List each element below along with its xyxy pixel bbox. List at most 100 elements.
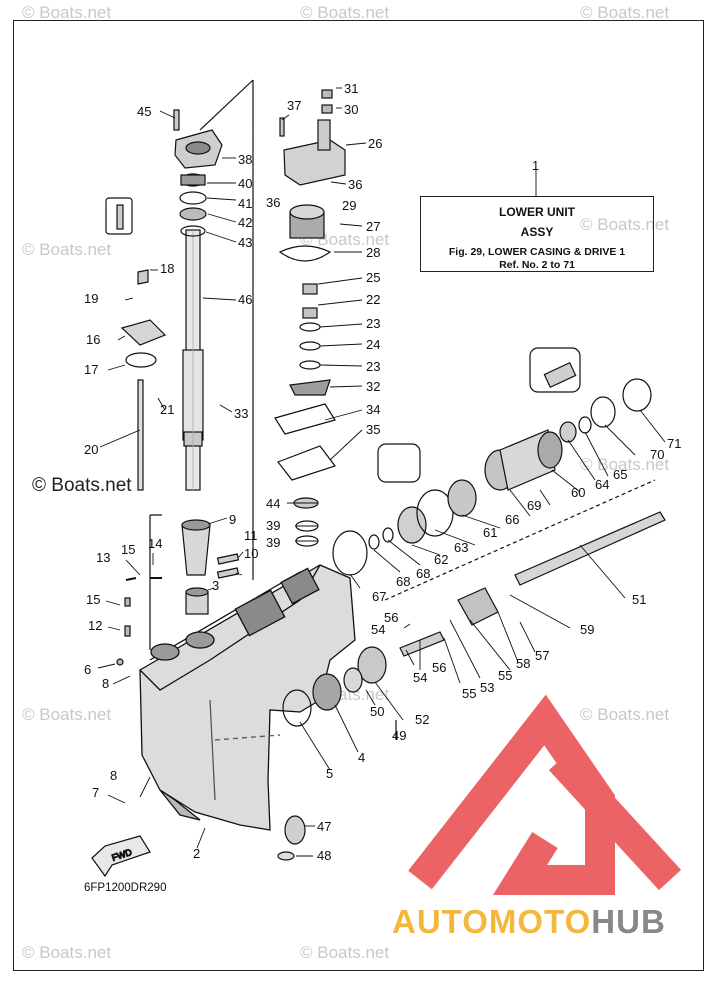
callout-68: 68 — [416, 566, 430, 581]
info-ref-range: Ref. No. 2 to 71 — [499, 259, 575, 271]
callout-8: 8 — [102, 676, 109, 691]
watermark-text: © Boats.net — [300, 3, 389, 22]
upper-shaft-parts — [173, 109, 223, 237]
diagram-code: 6FP1200DR290 — [84, 882, 167, 894]
callout-57: 57 — [535, 648, 549, 663]
callout-28: 28 — [366, 245, 380, 260]
callout-14: 14 — [148, 536, 162, 551]
callout-36: 36 — [348, 177, 362, 192]
lower-casing — [139, 564, 356, 831]
logo-text-1: AUTOMOTO — [392, 903, 592, 940]
callout-26: 26 — [368, 136, 382, 151]
callout-13: 13 — [96, 550, 110, 565]
callout-10: 10 — [244, 546, 258, 561]
callout-55: 55 — [498, 668, 512, 683]
callout-70: 70 — [650, 447, 664, 462]
callout-25: 25 — [366, 270, 380, 285]
lower-unit-info-box: LOWER UNIT ASSY Fig. 29, LOWER CASING & … — [420, 196, 654, 272]
callout-20: 20 — [84, 442, 98, 457]
diagram-frame — [13, 20, 704, 971]
callout-63: 63 — [454, 540, 468, 555]
callout-55: 55 — [462, 686, 476, 701]
callout-67: 67 — [372, 589, 386, 604]
callout-61: 61 — [483, 525, 497, 540]
automotohub-logo — [408, 694, 682, 895]
callout-8: 8 — [110, 768, 117, 783]
callout-16: 16 — [86, 332, 100, 347]
callout-64: 64 — [595, 477, 609, 492]
info-title: LOWER UNIT — [499, 205, 575, 219]
watermark-text: © Boats.net — [580, 455, 669, 474]
leader-lines — [97, 87, 666, 857]
callout-22: 22 — [366, 292, 380, 307]
watermark-text: © Boats.net — [22, 240, 111, 259]
logo-text-2: HUB — [591, 903, 666, 940]
callout-40: 40 — [238, 176, 252, 191]
callout-51: 51 — [632, 592, 646, 607]
callout-53: 53 — [480, 680, 494, 695]
callout-62: 62 — [434, 552, 448, 567]
callout-2: 2 — [193, 846, 200, 861]
automotohub-wordmark: AUTOMOTOHUB — [392, 903, 666, 941]
callout-17: 17 — [84, 362, 98, 377]
callout-15: 15 — [86, 592, 100, 607]
callout-1: 1 — [532, 158, 540, 173]
callout-50: 50 — [370, 704, 384, 719]
callout-7: 7 — [92, 785, 99, 800]
fwd-arrow: FWD — [91, 835, 151, 878]
callout-44: 44 — [266, 496, 280, 511]
propeller-shaft-assembly — [277, 378, 666, 861]
callout-66: 66 — [505, 512, 519, 527]
callout-29: 29 — [342, 198, 356, 213]
callout-12: 12 — [88, 618, 102, 633]
callout-27: 27 — [366, 219, 380, 234]
callout-46: 46 — [238, 292, 252, 307]
watermark-large: © Boats.net — [32, 475, 132, 496]
callout-35: 35 — [366, 422, 380, 437]
callout-41: 41 — [238, 196, 252, 211]
callout-24: 24 — [366, 337, 380, 352]
callout-71: 71 — [667, 436, 681, 451]
detail-loupes — [149, 79, 656, 740]
callout-30: 30 — [344, 102, 358, 117]
callout-9: 9 — [229, 512, 236, 527]
callout-31: 31 — [344, 81, 358, 96]
callout-36: 36 — [266, 195, 280, 210]
callout-33: 33 — [234, 406, 248, 421]
callout-39: 39 — [266, 518, 280, 533]
callout-labels: 45 38 40 41 42 43 46 18 19 16 17 21 33 2… — [84, 81, 681, 863]
callout-52: 52 — [415, 712, 429, 727]
watermark-text: © Boats.net — [22, 943, 111, 962]
callout-43: 43 — [238, 235, 252, 250]
callout-54: 54 — [371, 622, 385, 637]
callout-23: 23 — [366, 359, 380, 374]
callout-54: 54 — [413, 670, 427, 685]
callout-45: 45 — [137, 104, 151, 119]
watermark-text: © Boats.net — [580, 215, 669, 234]
info-subtitle: ASSY — [520, 225, 554, 239]
sleeve-parts — [181, 519, 240, 615]
watermark-text: © Boats.net — [580, 3, 669, 22]
drive-shaft — [182, 229, 204, 491]
callout-37: 37 — [287, 98, 301, 113]
watermark-layer: © Boats.net © Boats.net © Boats.net © Bo… — [22, 3, 669, 962]
watermark-text: © Boats.net — [22, 3, 111, 22]
callout-48: 48 — [317, 848, 331, 863]
callout-32: 32 — [366, 379, 380, 394]
callout-49: 49 — [392, 728, 406, 743]
callout-3: 3 — [212, 578, 219, 593]
callout-19: 19 — [84, 291, 98, 306]
shift-rod-parts — [105, 197, 167, 666]
callout-60: 60 — [571, 485, 585, 500]
callout-56: 56 — [384, 610, 398, 625]
watermark-text: © Boats.net — [22, 705, 111, 724]
callout-39: 39 — [266, 535, 280, 550]
callout-11: 11 — [244, 528, 258, 543]
info-figure: Fig. 29, LOWER CASING & DRIVE 1 — [448, 246, 626, 258]
callout-18: 18 — [160, 261, 174, 276]
callout-65: 65 — [613, 467, 627, 482]
callout-38: 38 — [238, 152, 252, 167]
water-pump-stack — [274, 89, 346, 547]
callout-15: 15 — [121, 542, 135, 557]
